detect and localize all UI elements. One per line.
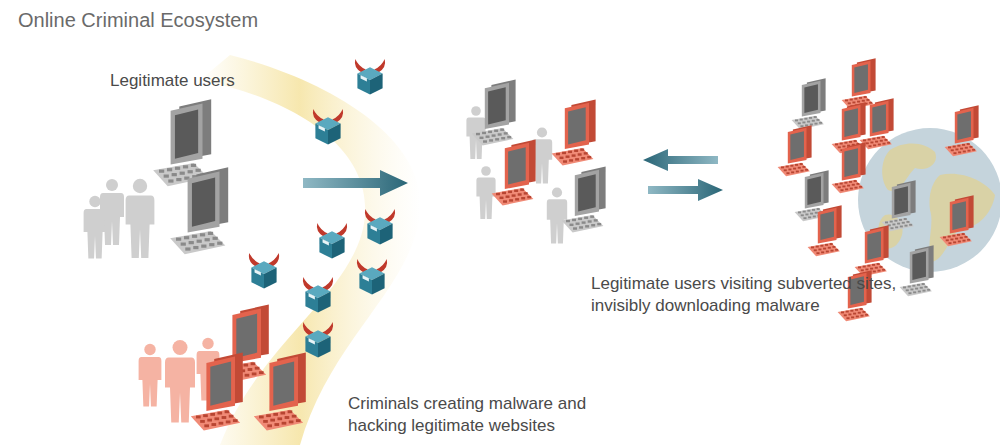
yellow-swoosh — [200, 55, 421, 445]
computer-icon — [552, 100, 596, 166]
person-figure — [165, 340, 195, 423]
person-figure — [466, 106, 485, 159]
person-figure — [139, 344, 162, 407]
computer-icon — [945, 105, 979, 156]
computer-icon — [792, 78, 826, 129]
group-label: Criminals creating malware and hacking l… — [348, 393, 648, 437]
person-figure — [547, 187, 567, 243]
group-label: Legitimate users — [110, 70, 310, 92]
computer-icon — [882, 180, 916, 231]
computer-icon — [900, 245, 934, 296]
computer-icon — [562, 167, 606, 233]
flow-arrow — [303, 170, 408, 196]
computer-icon — [191, 353, 243, 431]
malware-cube — [365, 209, 395, 245]
computer-icon — [170, 167, 228, 254]
person-figure — [476, 166, 495, 219]
computer-icon — [860, 98, 894, 149]
computer-icon — [254, 353, 306, 431]
computer-icon — [940, 195, 974, 246]
person-figure — [100, 179, 124, 245]
person-figure — [126, 179, 155, 258]
malware-cube — [355, 59, 385, 95]
computer-icon — [472, 80, 516, 146]
computer-icon — [832, 142, 866, 193]
computer-icon — [855, 225, 889, 276]
diagram-title: Online Criminal Ecosystem — [18, 8, 258, 32]
computer-icon — [778, 125, 812, 176]
group-label: Legitimate users visiting subverted site… — [591, 273, 911, 317]
malware-cube — [249, 253, 279, 289]
malware-cube — [303, 277, 333, 313]
malware-cube — [317, 223, 347, 259]
malware-cube — [313, 109, 343, 145]
malware-cube — [303, 322, 333, 358]
computer-icon — [808, 205, 842, 256]
flow-arrow-left — [643, 149, 718, 171]
computer-icon — [842, 58, 876, 109]
flow-arrow-right — [648, 179, 723, 201]
malware-cube — [357, 259, 387, 295]
computer-icon — [492, 140, 536, 206]
